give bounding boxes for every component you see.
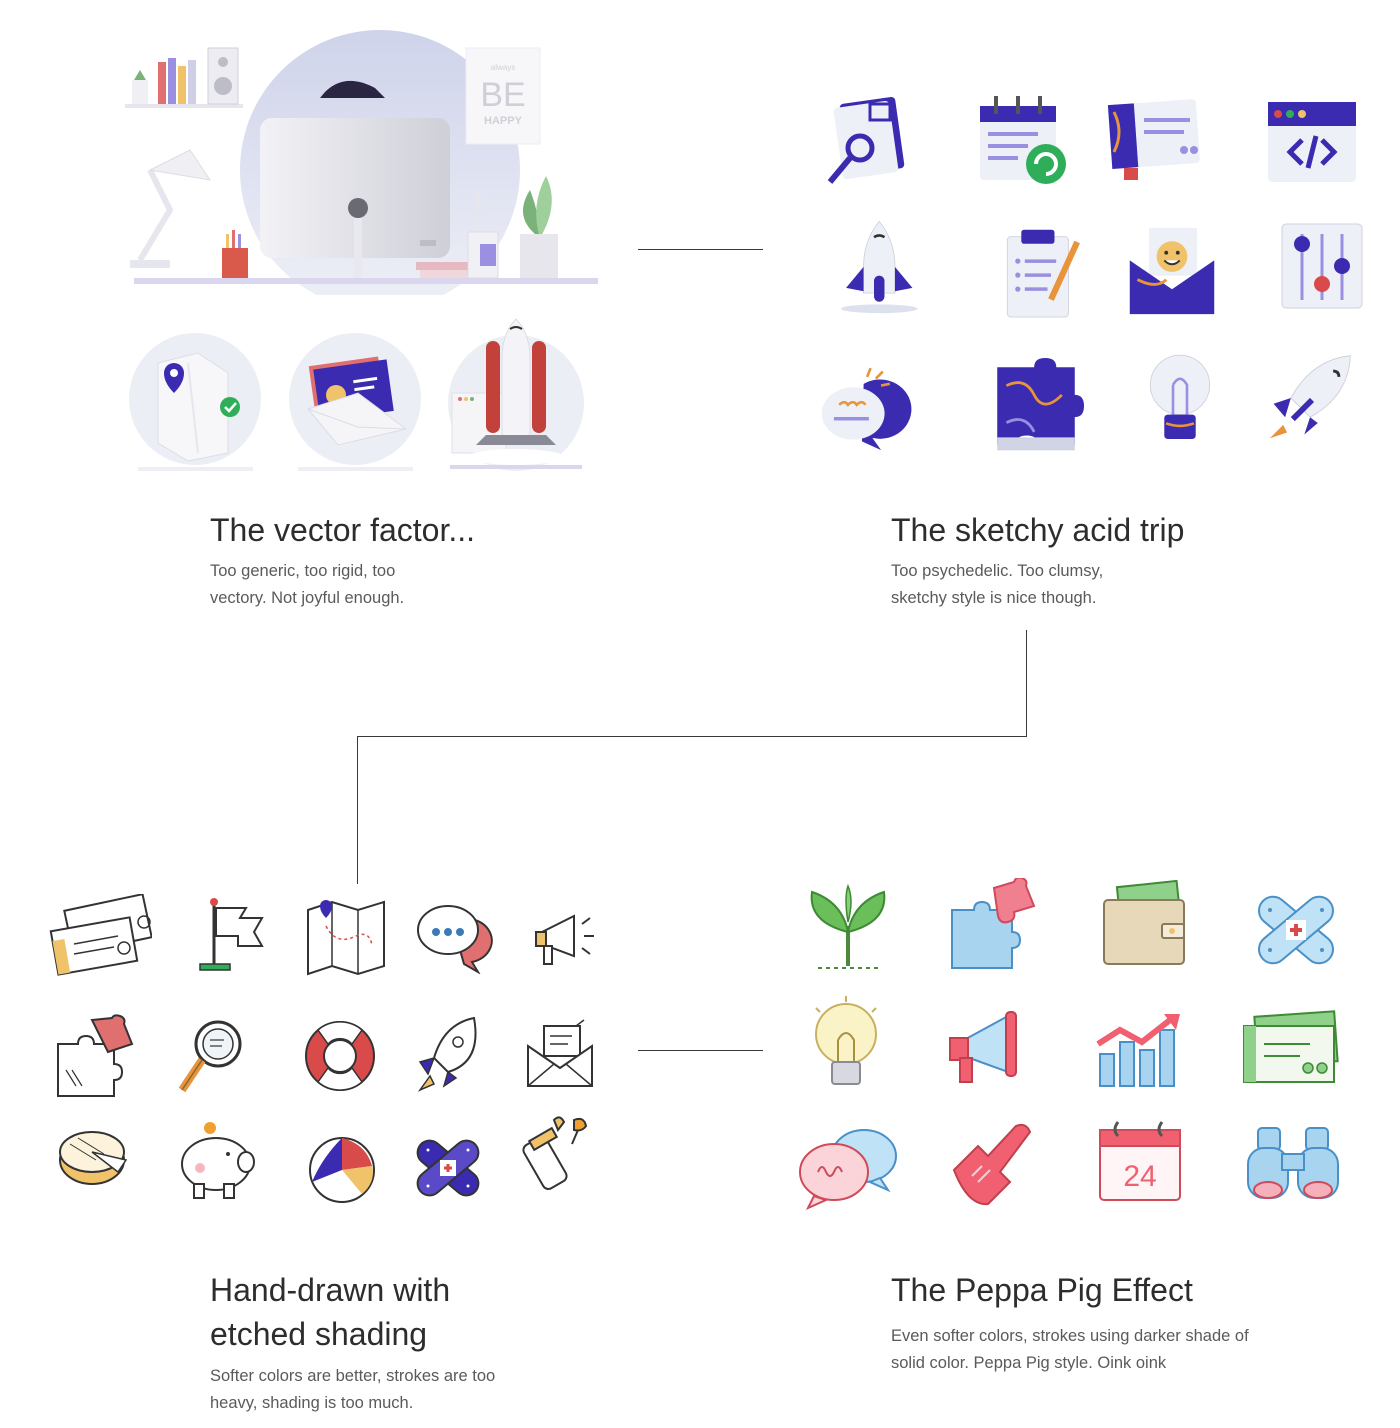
sketchy-section-desc-2: sketchy style is nice though. xyxy=(891,589,1097,607)
poster-text-2: BE xyxy=(480,76,525,114)
poster-text-1: always xyxy=(491,63,515,72)
puzzle-icon xyxy=(52,1014,136,1098)
ticket-card-icon xyxy=(1106,92,1202,188)
peppa-section-desc-1: Even softer colors, strokes using darker… xyxy=(891,1327,1249,1345)
bandage-icon xyxy=(1246,884,1346,976)
sketchy-section-title: The sketchy acid trip xyxy=(891,512,1185,548)
lifebuoy-icon xyxy=(298,1014,382,1098)
sketchy-section-desc-1: Too psychedelic. Too clumsy, xyxy=(891,562,1104,580)
rocket-launch-icon xyxy=(826,218,922,314)
vector-shuttle-circle xyxy=(446,315,586,475)
handdrawn-section-desc-2: heavy, shading is too much. xyxy=(210,1394,414,1412)
connector-line-bottom xyxy=(638,1050,763,1051)
vector-section-title: The vector factor... xyxy=(210,512,475,548)
bandage-icon xyxy=(408,1130,488,1206)
card-icon xyxy=(1240,1010,1342,1086)
piggy-bank-icon xyxy=(176,1118,258,1200)
code-window-icon xyxy=(1264,92,1360,188)
beach-ball-icon xyxy=(304,1132,380,1208)
megaphone-icon xyxy=(532,906,602,972)
connector-line-middle-horizontal xyxy=(357,736,1027,737)
chat-bubbles-icon xyxy=(820,362,916,458)
envelope-smiley-icon xyxy=(1124,222,1220,318)
vector-section-desc-1: Too generic, too rigid, too xyxy=(210,562,396,580)
sliders-icon xyxy=(1278,220,1374,316)
vector-envelope-circle xyxy=(288,333,423,473)
connector-line-right-vertical xyxy=(1026,630,1027,737)
foam-finger-icon xyxy=(944,1120,1040,1208)
envelope-icon xyxy=(524,1018,596,1090)
vector-desk-illustration: always BE HAPPY xyxy=(120,20,610,310)
map-pin-icon xyxy=(304,896,388,976)
peppa-section-desc-2: solid color. Peppa Pig style. Oink oink xyxy=(891,1354,1167,1372)
puzzle-icon xyxy=(944,878,1040,974)
calendar-refresh-icon xyxy=(974,92,1070,188)
handdrawn-section-desc-1: Softer colors are better, strokes are to… xyxy=(210,1367,496,1385)
document-search-icon xyxy=(822,92,918,188)
chat-bubbles-icon xyxy=(794,1122,902,1210)
calendar-number: 24 xyxy=(1123,1160,1156,1193)
magnifier-icon xyxy=(172,1014,252,1098)
sprout-icon xyxy=(804,882,894,974)
lightbulb-icon xyxy=(804,994,888,1092)
flag-icon xyxy=(192,894,276,978)
handdrawn-section-title-2: etched shading xyxy=(210,1316,428,1352)
peppa-section-title: The Peppa Pig Effect xyxy=(891,1272,1193,1308)
tickets-icon xyxy=(48,894,152,984)
connector-line-top xyxy=(638,249,763,250)
clipboard-pencil-icon xyxy=(996,228,1092,324)
puzzle-piece-icon xyxy=(988,358,1084,454)
poster-text-3: HAPPY xyxy=(484,115,523,127)
pie-icon xyxy=(56,1124,132,1188)
vector-map-circle xyxy=(128,333,263,473)
chat-icon xyxy=(412,898,500,974)
megaphone-icon xyxy=(944,1006,1032,1090)
binoculars-icon xyxy=(1244,1124,1342,1204)
lightbulb-icon xyxy=(1132,350,1228,446)
handdrawn-section-title-1: Hand-drawn with xyxy=(210,1272,451,1308)
growth-chart-icon xyxy=(1094,1006,1186,1090)
connector-line-left-vertical xyxy=(357,736,358,884)
baby-bottle-icon xyxy=(520,1114,596,1194)
wallet-icon xyxy=(1098,880,1190,970)
calendar-icon: 24 xyxy=(1096,1118,1184,1204)
rocket-icon xyxy=(412,1014,492,1098)
vector-section-desc-2: vectory. Not joyful enough. xyxy=(210,589,405,607)
rocket-flying-icon xyxy=(1264,350,1360,446)
